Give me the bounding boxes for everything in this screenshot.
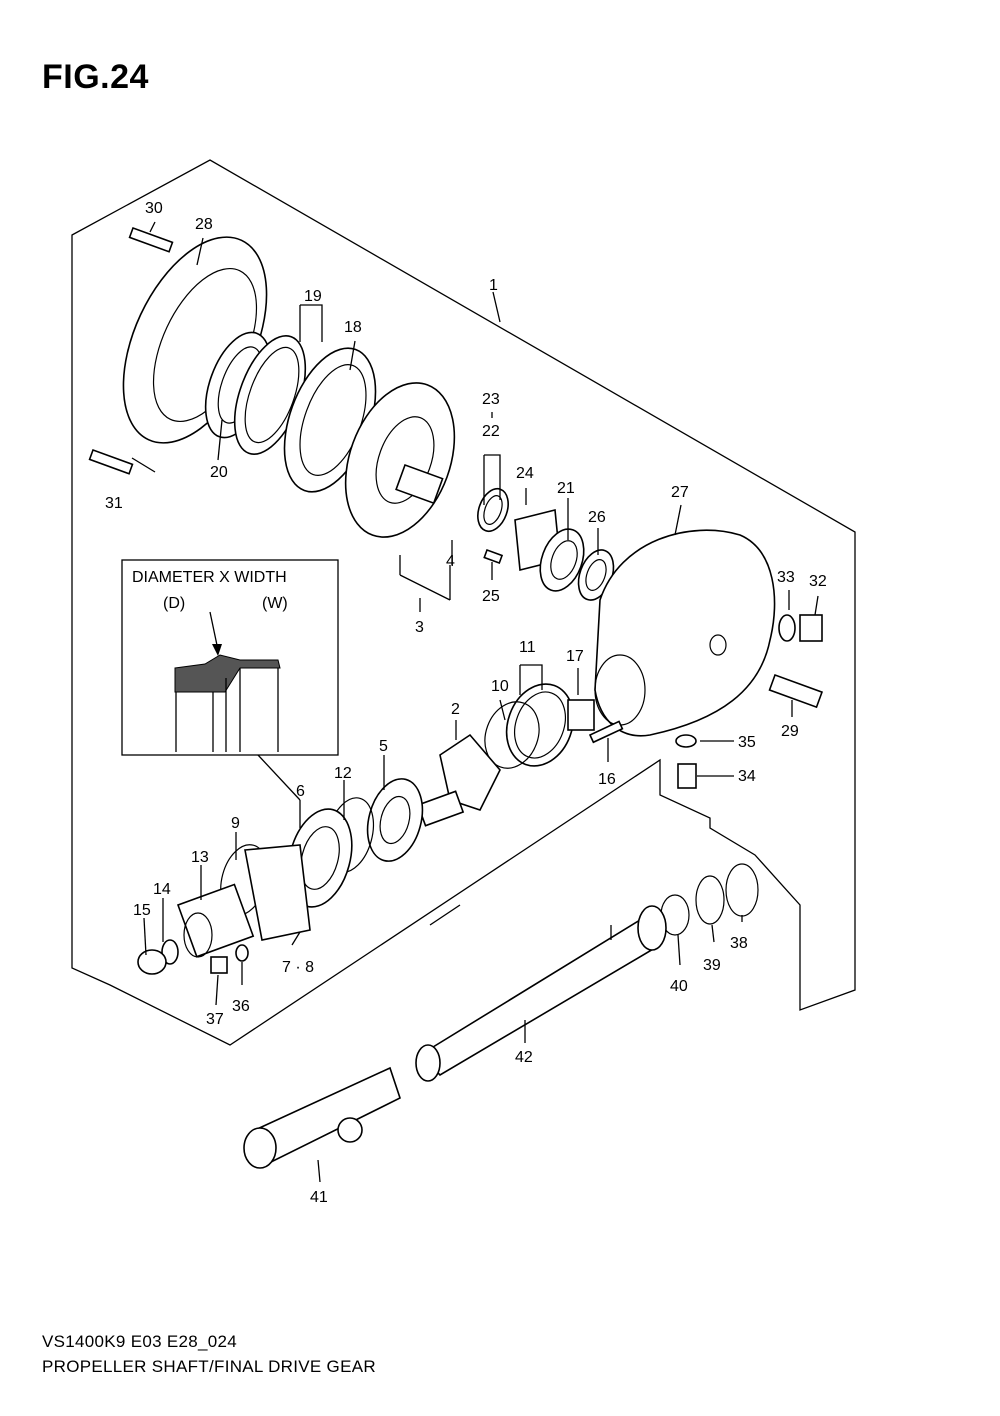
callout-35: 35: [738, 734, 756, 751]
callout-11: 11: [519, 639, 536, 656]
part-37-nut: [210, 956, 228, 974]
part-42-propeller-shaft: [415, 905, 667, 1082]
part-30-bolt: [128, 226, 174, 253]
callout-13: 13: [191, 849, 209, 866]
diameter-width-inset: DIAMETER X WIDTH (D) (W): [121, 559, 339, 801]
callout-1: 1: [489, 277, 498, 294]
callout-9: 9: [231, 815, 240, 832]
part-31-bolt: [88, 448, 134, 475]
part-35-washer: [675, 734, 697, 748]
callout-5: 5: [379, 738, 388, 755]
callout-41: 41: [310, 1189, 328, 1206]
part-34-drain-bolt: [677, 763, 697, 789]
callout-labels: 1 2 3 4 5 6 7 · 8 9 10 11 12 13 14 15 16…: [105, 200, 827, 1206]
callout-7-8: 7 · 8: [282, 959, 314, 976]
callout-31: 31: [105, 495, 123, 512]
leader-lines: [131, 221, 819, 1183]
part-2-pinion-gear: [416, 733, 501, 827]
callout-24: 24: [516, 465, 534, 482]
callout-34: 34: [738, 768, 756, 785]
callout-14: 14: [153, 881, 171, 898]
part-39-spring-seat: [695, 875, 725, 925]
callout-26: 26: [588, 509, 606, 526]
part-5-bearing: [366, 778, 424, 862]
callout-28: 28: [195, 216, 213, 233]
footer-description: PROPELLER SHAFT/FINAL DRIVE GEAR: [42, 1357, 376, 1376]
callout-22: 22: [482, 423, 500, 440]
part-25-bolt: [483, 548, 504, 565]
part-7-8-bearing-case: [244, 844, 311, 941]
callout-15: 15: [133, 902, 151, 919]
callout-40: 40: [670, 978, 688, 995]
inset-w-label: (W): [262, 595, 288, 612]
assembly-boundary: [71, 159, 856, 1046]
part-33-gasket: [778, 614, 796, 642]
callout-17: 17: [566, 648, 584, 665]
callout-39: 39: [703, 957, 721, 974]
callout-25: 25: [482, 588, 500, 605]
part-38-spring: [725, 863, 759, 917]
callout-3: 3: [415, 619, 424, 636]
part-13-coupling: [176, 883, 255, 958]
callout-27: 27: [671, 484, 689, 501]
part-32-plug: [799, 614, 823, 642]
callout-4: 4: [446, 553, 455, 570]
part-22-shim: [477, 487, 509, 533]
callout-42: 42: [515, 1049, 533, 1066]
part-10-o-ring: [484, 701, 540, 769]
inset-d-label: (D): [163, 595, 185, 612]
part-36-washer: [235, 944, 249, 962]
callout-36: 36: [232, 998, 250, 1015]
inset-title: DIAMETER X WIDTH: [132, 569, 287, 586]
callout-19: 19: [304, 288, 322, 305]
callout-23: 23: [482, 391, 500, 408]
part-3-ring-gear: [344, 382, 456, 538]
part-17-bearing: [567, 699, 595, 731]
callout-29: 29: [781, 723, 799, 740]
callout-12: 12: [334, 765, 352, 782]
callout-20: 20: [210, 464, 228, 481]
callout-38: 38: [730, 935, 748, 952]
callout-10: 10: [491, 678, 509, 695]
callout-16: 16: [598, 771, 616, 788]
callout-37: 37: [206, 1011, 224, 1028]
callout-18: 18: [344, 319, 362, 336]
part-16-stud: [588, 720, 624, 744]
callout-32: 32: [809, 573, 827, 590]
callout-30: 30: [145, 200, 163, 217]
figure-title: FIG.24: [42, 58, 149, 96]
part-15-nut: [137, 949, 167, 975]
callout-6: 6: [296, 783, 305, 800]
callout-33: 33: [777, 569, 795, 586]
part-21-bearing: [539, 528, 585, 592]
callout-2: 2: [451, 701, 460, 718]
part-29-breather: [768, 673, 824, 709]
part-41-universal-joint: [243, 1066, 401, 1169]
footer-model-code: VS1400K9 E03 E28_024: [42, 1332, 238, 1351]
callout-21: 21: [557, 480, 575, 497]
part-27-gear-case: [594, 529, 776, 737]
